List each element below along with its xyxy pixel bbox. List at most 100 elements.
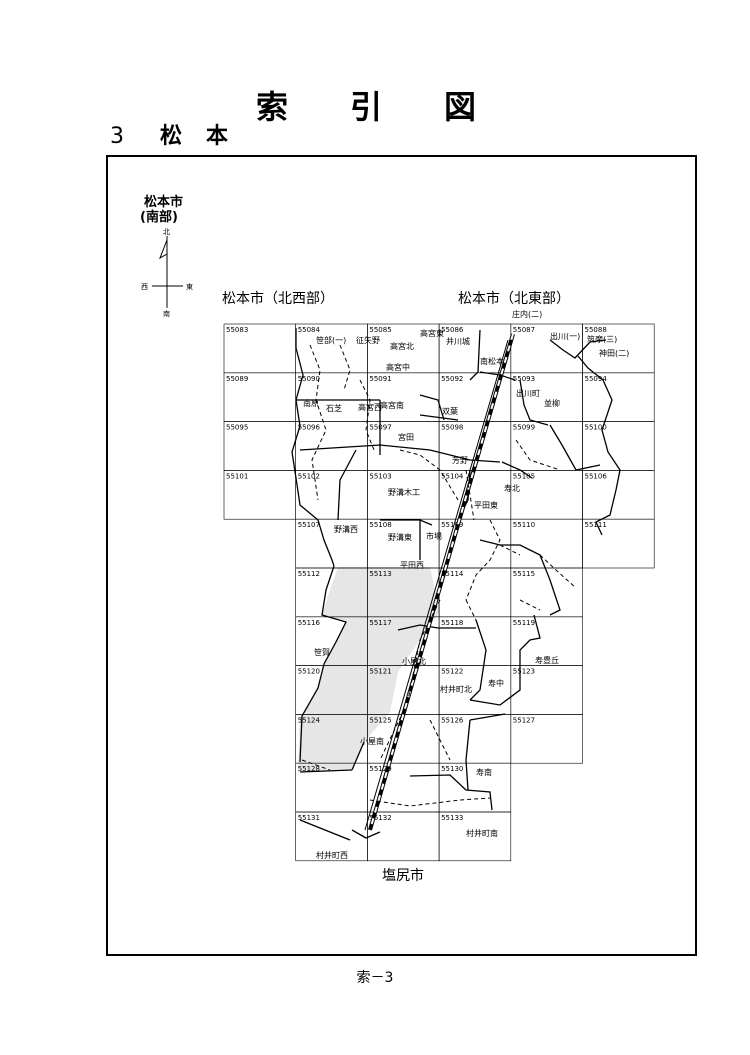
place-name-label: 高宮中: [386, 362, 410, 372]
sheet-number: 55131: [298, 814, 320, 822]
place-name-label: 神田(二): [599, 348, 629, 358]
region-label-northwest: 松本市（北西部）: [222, 290, 334, 307]
sheet-number: 55119: [513, 619, 535, 627]
legend: 松本市 (南部) 北 南 東 西: [140, 194, 193, 318]
place-name-label: 小屋北: [402, 657, 426, 666]
place-name-label: 庄内(二): [512, 309, 542, 319]
place-name-label: 寿中: [488, 678, 504, 688]
sheet-number: 55120: [298, 668, 320, 676]
sheet-number: 55127: [513, 716, 535, 724]
title-char-2: 引: [349, 88, 400, 126]
sheet-number: 55132: [369, 814, 391, 822]
sheet-number: 55095: [226, 424, 248, 432]
sheet-number: 55104: [441, 472, 464, 480]
map-frame: [106, 155, 697, 956]
place-name-label: 南原: [303, 398, 319, 408]
sheet-number: 55085: [369, 326, 391, 334]
sheet-number: 55124: [298, 716, 321, 724]
sheet-number: 55123: [513, 668, 535, 676]
place-name-label: 出川(一): [550, 331, 580, 341]
sheet-number: 55126: [441, 716, 464, 724]
sheet-cell[interactable]: [510, 714, 583, 764]
sheet-number: 55114: [441, 570, 464, 578]
place-name-label: 寿南: [476, 767, 492, 777]
sheet-number: 55103: [369, 472, 391, 480]
place-name-label: 高宮北: [390, 341, 414, 351]
region-label-northeast: 松本市（北東部）: [458, 290, 570, 307]
sheet-number: 55108: [369, 521, 391, 529]
region-label-south: 塩尻市: [382, 867, 424, 884]
place-name-label: 石芝: [326, 403, 342, 413]
compass-icon: 北 南 東 西: [141, 228, 193, 318]
sheet-number: 55113: [369, 570, 391, 578]
sheet-number: 55121: [369, 668, 391, 676]
place-name-label: 平田西: [400, 561, 424, 570]
area-name-char-1: 松: [160, 124, 183, 149]
sheet-number: 55105: [513, 472, 535, 480]
sheet-number: 55117: [369, 619, 391, 627]
sheet-number: 55089: [226, 375, 248, 383]
place-name-label: 村井町南: [466, 828, 498, 838]
sheet-number: 55092: [441, 375, 463, 383]
place-name-label: 双葉: [442, 406, 458, 416]
place-name-label: 筑摩(三): [587, 334, 617, 344]
compass-west: 西: [141, 283, 148, 291]
place-name-label: 南松本: [480, 356, 504, 366]
sheet-number: 55098: [441, 424, 463, 432]
sheet-number: 55107: [298, 521, 320, 529]
place-name-label: 芳野: [452, 455, 468, 465]
title-char-1: 索: [255, 88, 306, 126]
area-name-char-2: 本: [206, 124, 229, 149]
place-name-label: 高宮東: [420, 328, 444, 338]
sheet-number: 55093: [513, 375, 535, 383]
place-name-label: 宮田: [398, 432, 414, 442]
sheet-number: 55116: [298, 619, 321, 627]
sheet-cell[interactable]: [582, 518, 655, 569]
legend-title-line2: (南部): [140, 209, 178, 225]
sheet-number: 55111: [585, 521, 607, 529]
place-name-label: 出川町: [516, 388, 540, 398]
place-name-label: 市場: [426, 531, 442, 541]
sheet-number: 55118: [441, 619, 463, 627]
place-name-label: 寿北: [504, 483, 520, 493]
place-name-label: 野溝木工: [388, 487, 420, 497]
place-name-label: 寿豊丘: [535, 655, 559, 665]
title-char-3: 図: [444, 88, 495, 126]
sheet-cell[interactable]: [438, 811, 512, 862]
place-name-label: 征矢野: [356, 335, 380, 345]
sheet-number: 55091: [369, 375, 391, 383]
compass-east: 東: [186, 282, 193, 291]
place-name-label: 野溝東: [388, 532, 412, 542]
sheet-number: 55133: [441, 814, 463, 822]
sheet-number: 55106: [585, 472, 608, 480]
town-boundaries: [301, 344, 577, 807]
sheet-number: 55087: [513, 326, 535, 334]
sheet-number: 55084: [298, 326, 321, 334]
place-name-label: 笹賀: [314, 647, 330, 657]
place-name-label: 笹部(一): [316, 335, 346, 345]
sheet-number: 55122: [441, 668, 463, 676]
sheet-number: 55110: [513, 521, 535, 529]
place-name-label: 平田東: [474, 500, 498, 510]
sheet-number: 55128: [298, 765, 320, 773]
sheet-number: 55130: [441, 765, 463, 773]
place-name-label: 野溝西: [334, 524, 358, 534]
place-name-label: 井川城: [446, 336, 470, 346]
compass-south: 南: [163, 309, 170, 318]
place-name-label: 村井町北: [440, 684, 472, 694]
sheet-number: 55090: [298, 375, 320, 383]
legend-title-line1: 松本市: [144, 194, 183, 210]
place-name-label: 高宮西: [358, 402, 382, 412]
place-name-label: 小屋南: [360, 736, 384, 746]
sheet-number: 55100: [585, 424, 607, 432]
page-number: 索－3: [356, 970, 394, 986]
sheet-number: 55102: [298, 472, 320, 480]
sheet-number: 55101: [226, 472, 248, 480]
sheet-number: 55096: [298, 424, 321, 432]
sheet-number: 55086: [441, 326, 464, 334]
sheet-number: 55099: [513, 424, 535, 432]
sheet-number: 55125: [369, 716, 391, 724]
